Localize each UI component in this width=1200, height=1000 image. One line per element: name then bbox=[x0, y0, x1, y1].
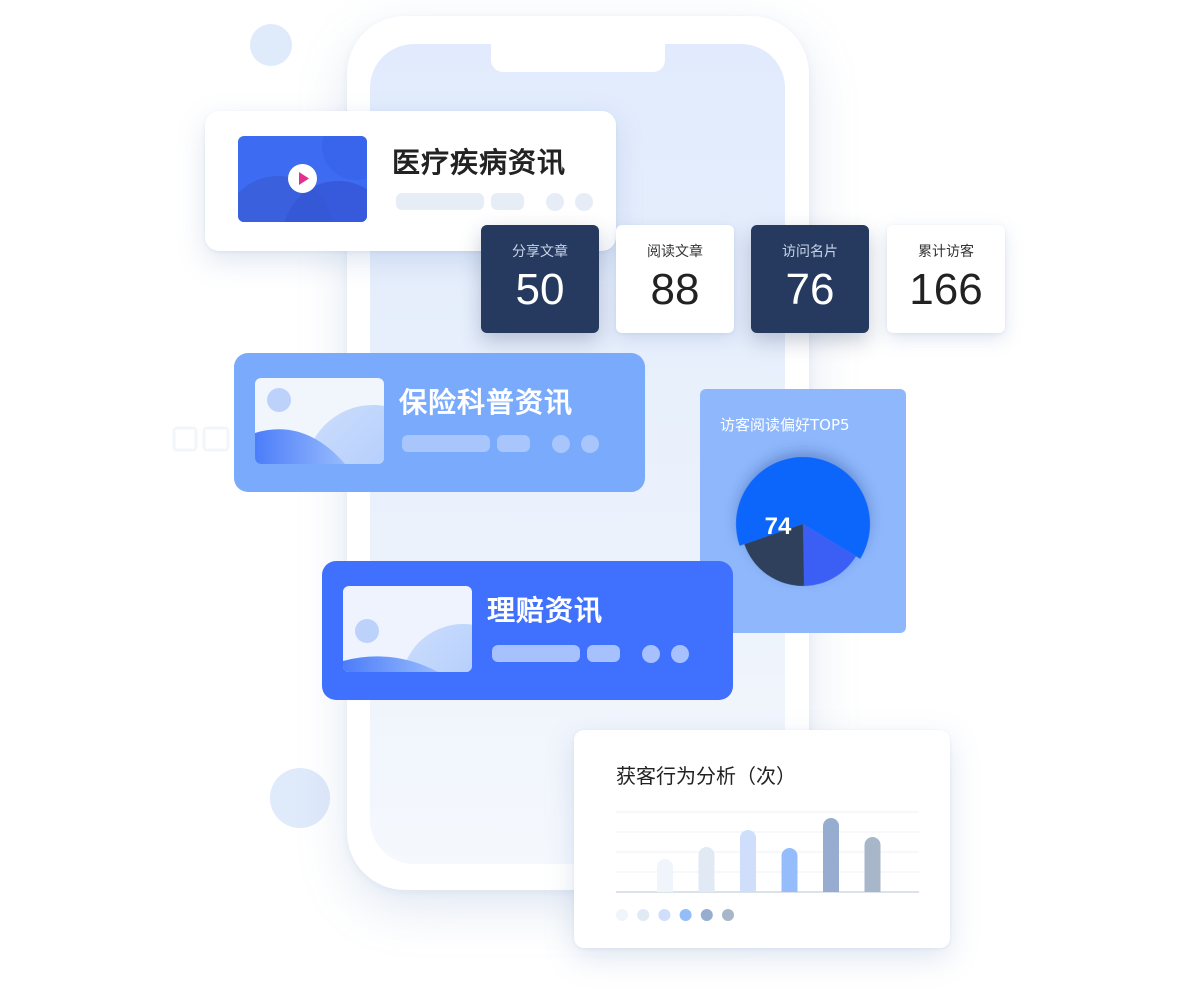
faded-decoration bbox=[170, 420, 234, 458]
article-thumbnail bbox=[255, 378, 384, 464]
stat-label: 阅读文章 bbox=[647, 244, 703, 260]
placeholder-bar bbox=[396, 193, 484, 210]
bar bbox=[698, 847, 715, 892]
placeholder-bar bbox=[497, 435, 530, 452]
placeholder-bar bbox=[587, 645, 620, 662]
chart-title: 获客行为分析（次） bbox=[616, 764, 796, 788]
stat-label: 累计访客 bbox=[918, 244, 974, 260]
reading-preference-card: 访客阅读偏好TOP5 74 bbox=[700, 389, 906, 633]
stat-value: 166 bbox=[909, 265, 983, 314]
video-thumbnail[interactable] bbox=[238, 136, 367, 222]
stat-read-articles: 阅读文章 88 bbox=[616, 225, 734, 333]
stat-shared-articles: 分享文章 50 bbox=[481, 225, 599, 333]
chart-title: 访客阅读偏好TOP5 bbox=[720, 416, 850, 434]
bar bbox=[864, 837, 881, 892]
stat-value: 76 bbox=[785, 265, 835, 314]
placeholder-bar bbox=[492, 645, 580, 662]
bar-chart bbox=[616, 811, 919, 921]
legend-dot bbox=[616, 909, 628, 921]
claims-news-card[interactable]: 理赔资讯 bbox=[322, 561, 733, 700]
bar bbox=[823, 818, 839, 892]
card-title: 医疗疾病资讯 bbox=[392, 146, 567, 179]
decorative-circle-bottom bbox=[270, 768, 330, 828]
placeholder-bar bbox=[402, 435, 490, 452]
placeholder-dot bbox=[642, 645, 660, 663]
placeholder-dot bbox=[581, 435, 599, 453]
placeholder-bar bbox=[491, 193, 524, 210]
stat-label: 分享文章 bbox=[512, 244, 568, 260]
insurance-news-card[interactable]: 保险科普资讯 bbox=[234, 353, 645, 492]
pie-center-value: 74 bbox=[765, 513, 792, 540]
bar bbox=[781, 848, 798, 892]
legend-dot bbox=[700, 909, 713, 921]
stat-card-visits: 访问名片 76 bbox=[751, 225, 869, 333]
bar bbox=[657, 859, 673, 892]
stat-value: 88 bbox=[650, 265, 700, 314]
pie-slice bbox=[803, 524, 856, 586]
stat-total-visitors: 累计访客 166 bbox=[887, 225, 1005, 333]
pie-chart: 74 bbox=[736, 457, 870, 586]
card-title: 保险科普资讯 bbox=[399, 386, 574, 419]
placeholder-dot bbox=[546, 193, 564, 211]
placeholder-dot bbox=[671, 645, 689, 663]
article-thumbnail bbox=[343, 586, 472, 672]
stat-label: 访问名片 bbox=[782, 244, 838, 260]
legend-dot bbox=[637, 909, 650, 921]
legend-dot bbox=[658, 909, 671, 921]
placeholder-dot bbox=[552, 435, 570, 453]
placeholder-dot bbox=[575, 193, 593, 211]
card-title: 理赔资讯 bbox=[487, 594, 604, 627]
pie-slice bbox=[744, 524, 805, 586]
pie-slice bbox=[736, 457, 870, 559]
thumbnail-art bbox=[255, 388, 384, 464]
decorative-circle-top bbox=[250, 24, 292, 66]
play-icon[interactable] bbox=[288, 164, 317, 193]
bar bbox=[740, 830, 756, 892]
stat-value: 50 bbox=[515, 265, 565, 314]
legend-dot bbox=[679, 909, 692, 921]
thumbnail-art bbox=[343, 619, 472, 672]
phone-notch bbox=[491, 30, 665, 72]
customer-behavior-card: 获客行为分析（次） bbox=[574, 730, 950, 948]
legend-dot bbox=[722, 909, 734, 921]
